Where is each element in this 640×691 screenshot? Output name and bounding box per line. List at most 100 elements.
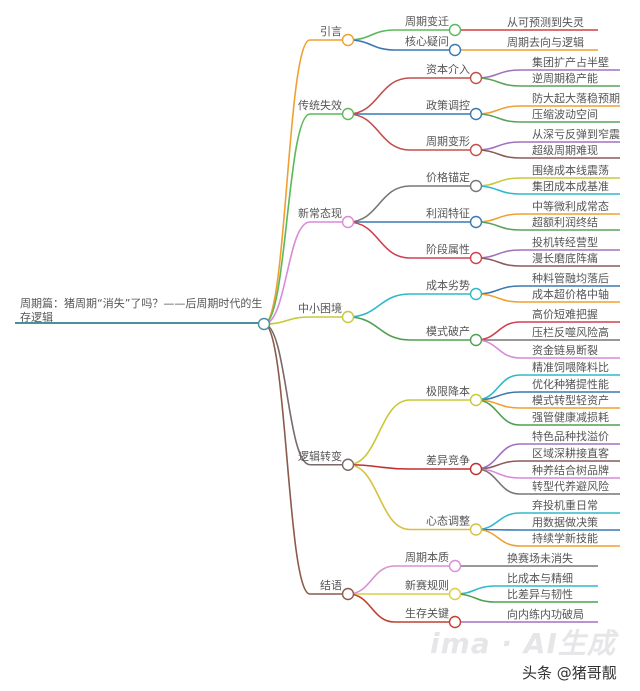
subtopic-node xyxy=(469,143,483,157)
author-credit: 头条 @猪哥靓 xyxy=(522,664,617,682)
subtopic-label: 利润特征 xyxy=(426,206,470,220)
leaf-label: 用数据做决策 xyxy=(532,515,598,529)
subtopic-label: 模式破产 xyxy=(426,324,470,338)
root-topic-label: 周期篇：猪周期“消失”了吗？——后周期时代的生存逻辑 xyxy=(20,297,263,324)
subtopic-node xyxy=(469,393,483,407)
branch-label: 结语 xyxy=(320,579,342,592)
subtopic-node xyxy=(448,23,462,37)
subtopic-edge xyxy=(347,185,476,223)
branch-edge xyxy=(263,113,348,325)
branch-label: 逻辑转变 xyxy=(298,449,342,463)
branch-node xyxy=(341,310,355,324)
leaf-label: 超级周期难现 xyxy=(532,143,598,157)
subtopic-edge xyxy=(347,39,455,51)
subtopic-label: 周期变形 xyxy=(426,134,470,148)
branch-edge xyxy=(263,323,348,466)
leaf-edge xyxy=(475,528,620,531)
subtopic-label: 核心疑问 xyxy=(405,34,449,48)
subtopic-label: 极限降本 xyxy=(426,384,470,398)
leaf-label: 从可预测到失灵 xyxy=(507,16,584,29)
subtopic-label: 周期本质 xyxy=(405,550,449,564)
subtopic-label: 价格锚定 xyxy=(426,170,470,184)
subtopic-node xyxy=(469,523,483,536)
leaf-label: 防大起大落稳预期 xyxy=(532,91,620,105)
leaf-label: 向内练内功破局 xyxy=(507,607,584,621)
subtopic-label: 阶段属性 xyxy=(426,242,470,256)
subtopic-label: 成本劣势 xyxy=(426,278,470,292)
leaf-label: 高价短难把握 xyxy=(532,307,598,321)
branch-label: 传统失效 xyxy=(298,98,342,112)
subtopic-node xyxy=(469,251,483,265)
leaf-label: 转型代养避风险 xyxy=(532,479,609,493)
subtopic-node xyxy=(448,43,462,57)
leaf-label: 漫长磨底阵痛 xyxy=(532,251,598,265)
subtopic-edge xyxy=(347,463,476,531)
leaf-label: 资金链易断裂 xyxy=(532,343,598,357)
leaf-label: 比成本与精细 xyxy=(507,571,573,585)
leaf-label: 特色品种找溢价 xyxy=(532,429,609,443)
leaf-edge xyxy=(475,468,620,495)
leaf-label: 集团成本成基准 xyxy=(532,179,609,193)
subtopic-edge xyxy=(347,77,476,115)
leaf-label: 持续学新技能 xyxy=(532,531,598,545)
branch-label: 新常态现 xyxy=(298,206,342,220)
leaf-label: 弃投机重日常 xyxy=(532,498,598,512)
subtopic-label: 政策调控 xyxy=(426,98,470,112)
subtopic-label: 周期变迁 xyxy=(405,14,449,28)
subtopic-node xyxy=(469,179,483,193)
branch-node xyxy=(341,107,355,121)
leaf-label: 从深亏反弹到窄震 xyxy=(532,127,620,141)
branch-edge xyxy=(263,316,348,325)
branch-node xyxy=(341,587,355,601)
leaf-label: 优化种猪提性能 xyxy=(532,377,609,391)
leaf-label: 逆周期稳产能 xyxy=(532,71,598,85)
branch-label: 中小困境 xyxy=(298,301,342,315)
branch-node xyxy=(341,33,355,47)
subtopic-edge xyxy=(347,399,476,466)
subtopic-edge xyxy=(347,293,476,318)
leaf-label: 投机转经营型 xyxy=(532,235,598,249)
subtopic-label: 心态调整 xyxy=(426,514,470,528)
subtopic-node xyxy=(448,615,462,629)
branch-edge xyxy=(263,39,348,325)
subtopic-label: 资本介入 xyxy=(426,62,470,76)
subtopic-edge xyxy=(347,463,476,470)
subtopic-node xyxy=(469,107,483,121)
branch-node xyxy=(341,215,355,229)
leaf-label: 压栏反噬风险高 xyxy=(532,325,609,339)
leaf-label: 模式转型轻资产 xyxy=(532,393,609,407)
watermark: ima · AI生成 xyxy=(430,627,616,660)
leaf-label: 种养结合树品牌 xyxy=(532,463,609,477)
subtopic-node xyxy=(448,559,462,573)
subtopic-node xyxy=(469,462,483,476)
leaf-edge xyxy=(475,399,620,426)
leaf-label: 种料管融均落后 xyxy=(532,271,609,285)
leaf-label: 超额利润终结 xyxy=(532,215,598,229)
branch-node xyxy=(341,458,355,471)
leaf-label: 压缩波动空间 xyxy=(532,107,598,121)
leaf-label: 中等微利成常态 xyxy=(532,199,609,213)
subtopic-edge xyxy=(347,221,476,259)
subtopic-label: 差异竞争 xyxy=(426,453,470,467)
subtopic-node xyxy=(469,333,483,347)
leaf-label: 围绕成本线震荡 xyxy=(532,163,609,177)
root-node xyxy=(257,317,271,331)
leaf-label: 区域深耕接直客 xyxy=(532,446,609,460)
leaf-label: 换赛场未消失 xyxy=(507,551,573,565)
leaf-label: 成本超价格中轴 xyxy=(532,287,609,301)
subtopic-edge xyxy=(347,316,476,341)
branch-edge xyxy=(263,221,348,325)
leaf-label: 集团扩产占半壁 xyxy=(532,55,609,69)
subtopic-node xyxy=(448,587,462,601)
leaf-label: 强管健康减损耗 xyxy=(532,410,609,424)
subtopic-edge xyxy=(347,113,476,151)
leaf-label: 周期去向与逻辑 xyxy=(507,35,584,49)
subtopic-edge xyxy=(347,565,455,595)
subtopic-label: 新赛规则 xyxy=(405,578,449,592)
leaf-label: 比差异与韧性 xyxy=(507,587,573,601)
subtopic-node xyxy=(469,215,483,229)
branch-edge xyxy=(263,323,348,595)
leaf-label: 精准饲喂降料比 xyxy=(532,360,609,374)
